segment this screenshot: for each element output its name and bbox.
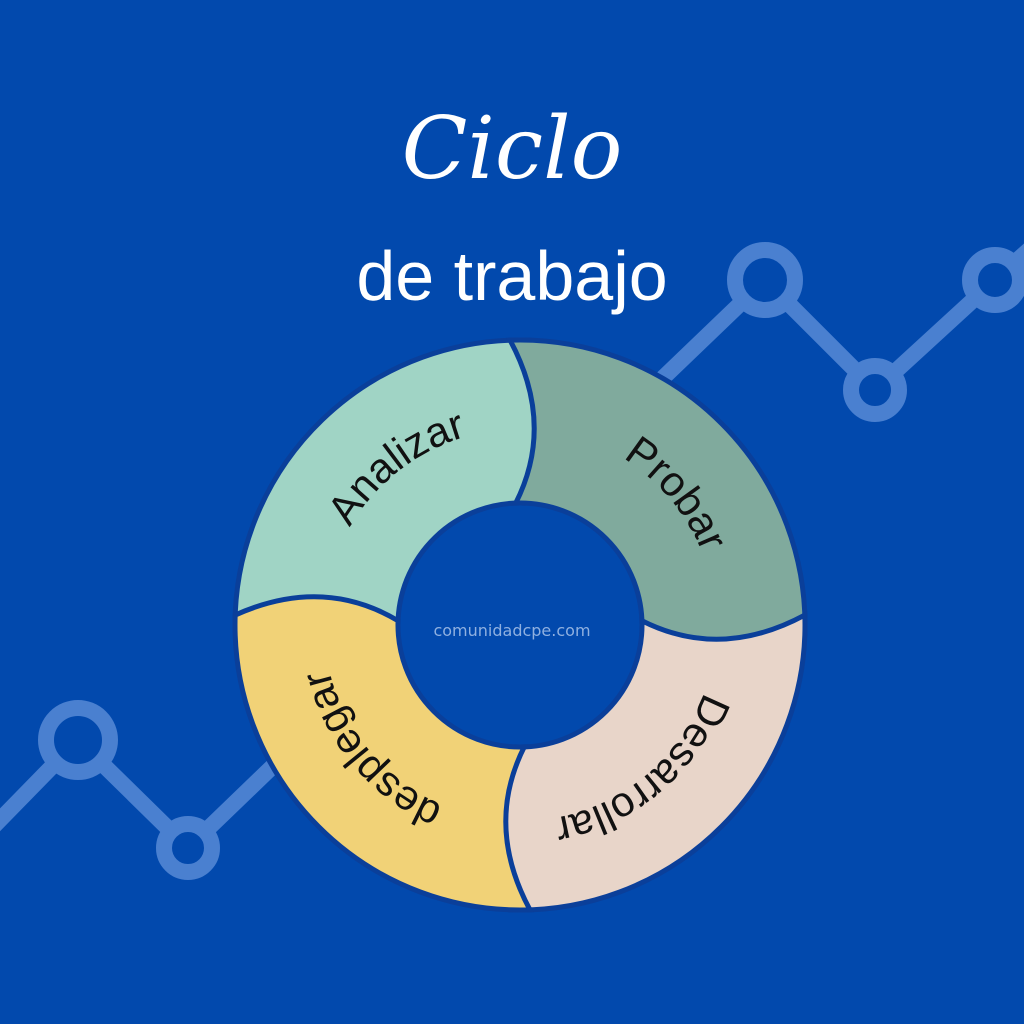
cycle-segments bbox=[232, 337, 808, 913]
title-script: Ciclo bbox=[402, 99, 623, 199]
title-main: de trabajo bbox=[356, 237, 667, 315]
decorative-line-chart-right bbox=[634, 242, 1024, 422]
decorative-line-chart-left bbox=[0, 700, 306, 880]
watermark: comunidadcpe.com bbox=[433, 621, 590, 640]
segment-desplegar bbox=[232, 594, 535, 913]
